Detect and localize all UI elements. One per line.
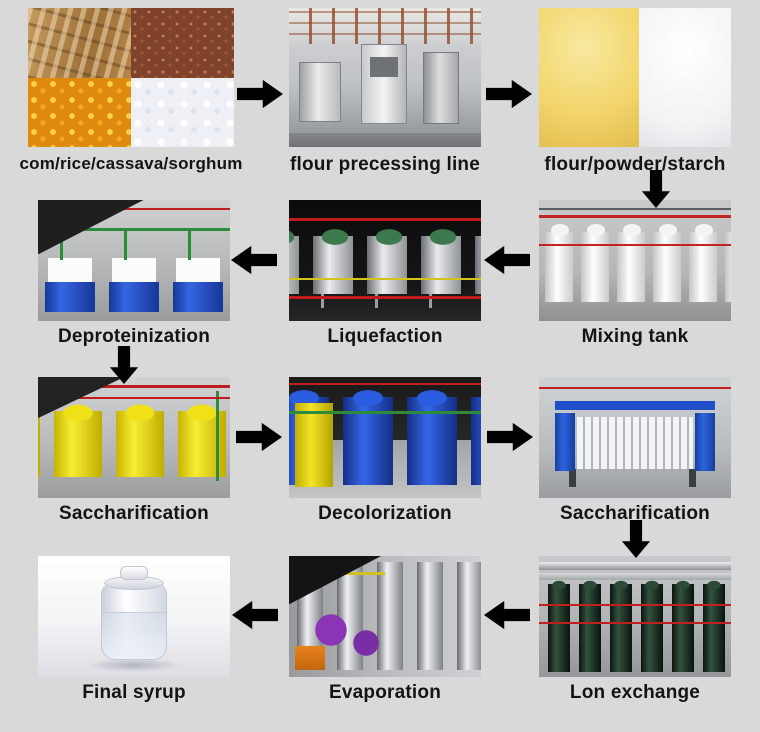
ion-exchange-photo [539,556,731,677]
raw-materials-photo [28,8,234,147]
flour-mill [361,44,407,124]
step-mixing-tank: Mixing tank [539,200,731,347]
factory-roof [289,8,481,44]
decolorization-photo [289,377,481,498]
final-syrup-photo [38,556,230,677]
step-saccharification-filter: Saccharification [539,377,731,524]
jar-shadow [86,658,182,672]
step-deproteinization: Deproteinization [38,200,230,347]
step-flour-powder-starch: flour/powder/starch [539,8,731,175]
saccharification-photo [38,377,230,498]
rice-chunks-image [131,77,234,147]
caption-deproteinization: Deproteinization [57,326,211,347]
sorghum-image [131,8,234,78]
flow-arrow-left-icon [484,245,530,275]
step-saccharification: Saccharification [38,377,230,524]
flow-arrow-right-icon [237,79,283,109]
caption-mixing-tank: Mixing tank [581,326,689,347]
flow-arrow-down-icon [621,520,651,558]
flow-arrow-right-icon [487,422,533,452]
step-final-syrup: Final syrup [38,556,230,703]
evaporation-photo [289,556,481,677]
liquefaction-photo [289,200,481,321]
flour-powder-starch-photo [539,8,731,147]
flow-arrow-left-icon [484,600,530,630]
filter-press-photo [539,377,731,498]
step-liquefaction: Liquefaction [289,200,481,347]
caption-flour-processing-line: flour precessing line [289,154,481,175]
flow-arrow-right-icon [236,422,282,452]
caption-decolorization: Decolorization [318,503,452,524]
yellow-flour-image [539,8,639,147]
caption-saccharification-filter: Saccharification [560,503,710,524]
caption-evaporation: Evaporation [329,682,441,703]
white-starch-image [638,8,731,147]
flow-arrow-left-icon [232,600,278,630]
sifter-machine [423,52,459,124]
corn-image [28,77,131,147]
flow-arrow-left-icon [231,245,277,275]
milling-machine [299,62,341,122]
caption-flour-powder-starch: flour/powder/starch [544,154,726,175]
step-ion-exchange: Lon exchange [539,556,731,703]
jar-lid-knob [120,566,148,580]
cassava-image [28,8,131,78]
caption-raw-materials: com/rice/cassava/sorghum [19,154,243,173]
syrup-jar [101,584,167,660]
factory-floor [289,133,481,147]
flour-processing-line-photo [289,8,481,147]
caption-final-syrup: Final syrup [82,682,186,703]
deproteinization-photo [38,200,230,321]
caption-ion-exchange: Lon exchange [569,682,701,703]
step-flour-processing-line: flour precessing line [289,8,481,175]
step-raw-materials: com/rice/cassava/sorghum [19,8,242,173]
flow-arrow-right-icon [486,79,532,109]
mixing-tank-photo [539,200,731,321]
step-decolorization: Decolorization [289,377,481,524]
step-evaporation: Evaporation [289,556,481,703]
caption-liquefaction: Liquefaction [327,326,443,347]
caption-saccharification: Saccharification [59,503,209,524]
